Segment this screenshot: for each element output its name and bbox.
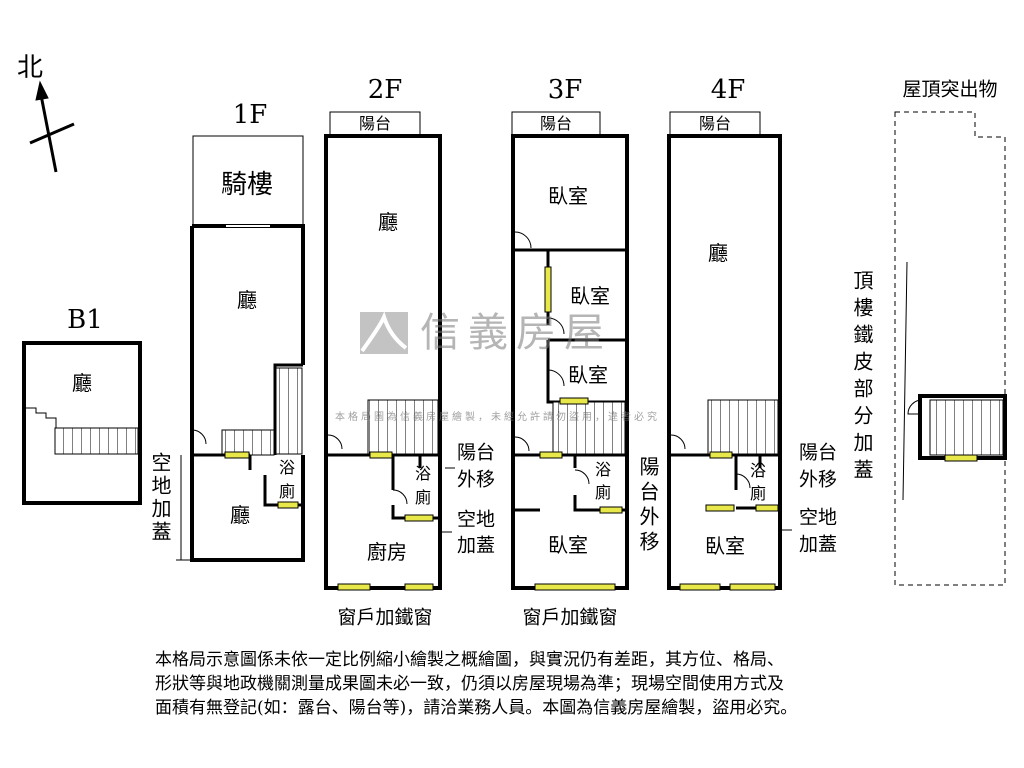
- disclaimer-line: 形狀等與地政機關測量成果圖未必一致，仍須以房屋現場為準；現場空間使用方式及: [155, 674, 784, 694]
- room-label: 廳: [230, 503, 250, 527]
- room-label: 廁: [594, 483, 612, 502]
- 2f-label: 2F: [367, 75, 403, 105]
- disclaimer-line: 面積有無登記(如：露台、陽台等)，請洽業務人員。本圖為信義房屋繪製，盜用必究。: [155, 698, 798, 718]
- room-label: 臥室: [570, 284, 610, 308]
- room-label: 浴: [414, 464, 432, 483]
- north-label: 北: [16, 53, 44, 83]
- room-label: 廁: [749, 484, 767, 503]
- room-label: 浴: [749, 461, 767, 480]
- annotation: 空地: [798, 506, 838, 529]
- room-label: 浴: [278, 458, 296, 477]
- annotation: 窗戶加鐵窗: [337, 606, 433, 629]
- annotation-roof-extension: 頂樓鐵皮部分加蓋: [850, 270, 874, 486]
- b1-outline: [22, 341, 142, 505]
- room-label: 廳: [378, 210, 398, 234]
- roof-label: 屋頂突出物: [902, 78, 998, 101]
- room-label: 廳: [708, 241, 728, 265]
- annotation-1f-extension: 空地加蓋: [148, 452, 172, 544]
- disclaimer: 本格局示意圖係未依一定比例縮小繪製之概繪圖，與實況仍有差距，其方位、格局、 形狀…: [155, 648, 797, 720]
- balcony-label: 陽台: [698, 114, 732, 133]
- watermark-notice: 本格局圖為信義房屋繪製，未經允許請勿盜用，違者必究: [335, 412, 660, 423]
- annotation: 陽台: [798, 441, 838, 464]
- window-marks: [224, 266, 978, 591]
- room-label: 騎樓: [220, 170, 274, 200]
- annotation: 陽台外移: [636, 456, 660, 556]
- b1-label: B1: [67, 305, 103, 335]
- annotation: 窗戶加鐵窗: [522, 606, 618, 629]
- 2f-outline: [324, 134, 442, 590]
- 4f-outline: [667, 134, 782, 590]
- 1f-label: 1F: [232, 100, 268, 130]
- room-label: 廳: [237, 288, 257, 312]
- 3f-label: 3F: [547, 75, 583, 105]
- watermark-brand: 信義房屋: [420, 310, 612, 356]
- annotation: 外移: [456, 468, 496, 491]
- 4f-label: 4F: [710, 75, 746, 105]
- balcony-label: 陽台: [539, 114, 573, 133]
- room-label: 廁: [278, 482, 296, 501]
- annotation: 外移: [798, 468, 838, 491]
- roof-dashed-outline: [894, 111, 1006, 586]
- annotation: 空地: [456, 508, 496, 531]
- north-arrow-icon: [29, 80, 75, 173]
- disclaimer-line: 本格局示意圖係未依一定比例縮小繪製之概繪圖，與實況仍有差距，其方位、格局、: [155, 650, 784, 670]
- room-label: 廚房: [367, 540, 407, 564]
- balcony-label: 陽台: [358, 114, 392, 133]
- annotation: 加蓋: [456, 534, 496, 557]
- room-label: 廁: [414, 488, 432, 507]
- annotation: 陽台: [456, 441, 496, 464]
- room-label: 臥室: [705, 534, 745, 558]
- room-label: 臥室: [568, 363, 608, 387]
- room-label: 臥室: [548, 184, 588, 208]
- room-label: 浴: [594, 460, 612, 479]
- room-label: 臥室: [548, 533, 588, 557]
- room-label: 廳: [72, 371, 92, 395]
- annotation: 加蓋: [798, 533, 838, 556]
- watermark-logo: [360, 311, 408, 354]
